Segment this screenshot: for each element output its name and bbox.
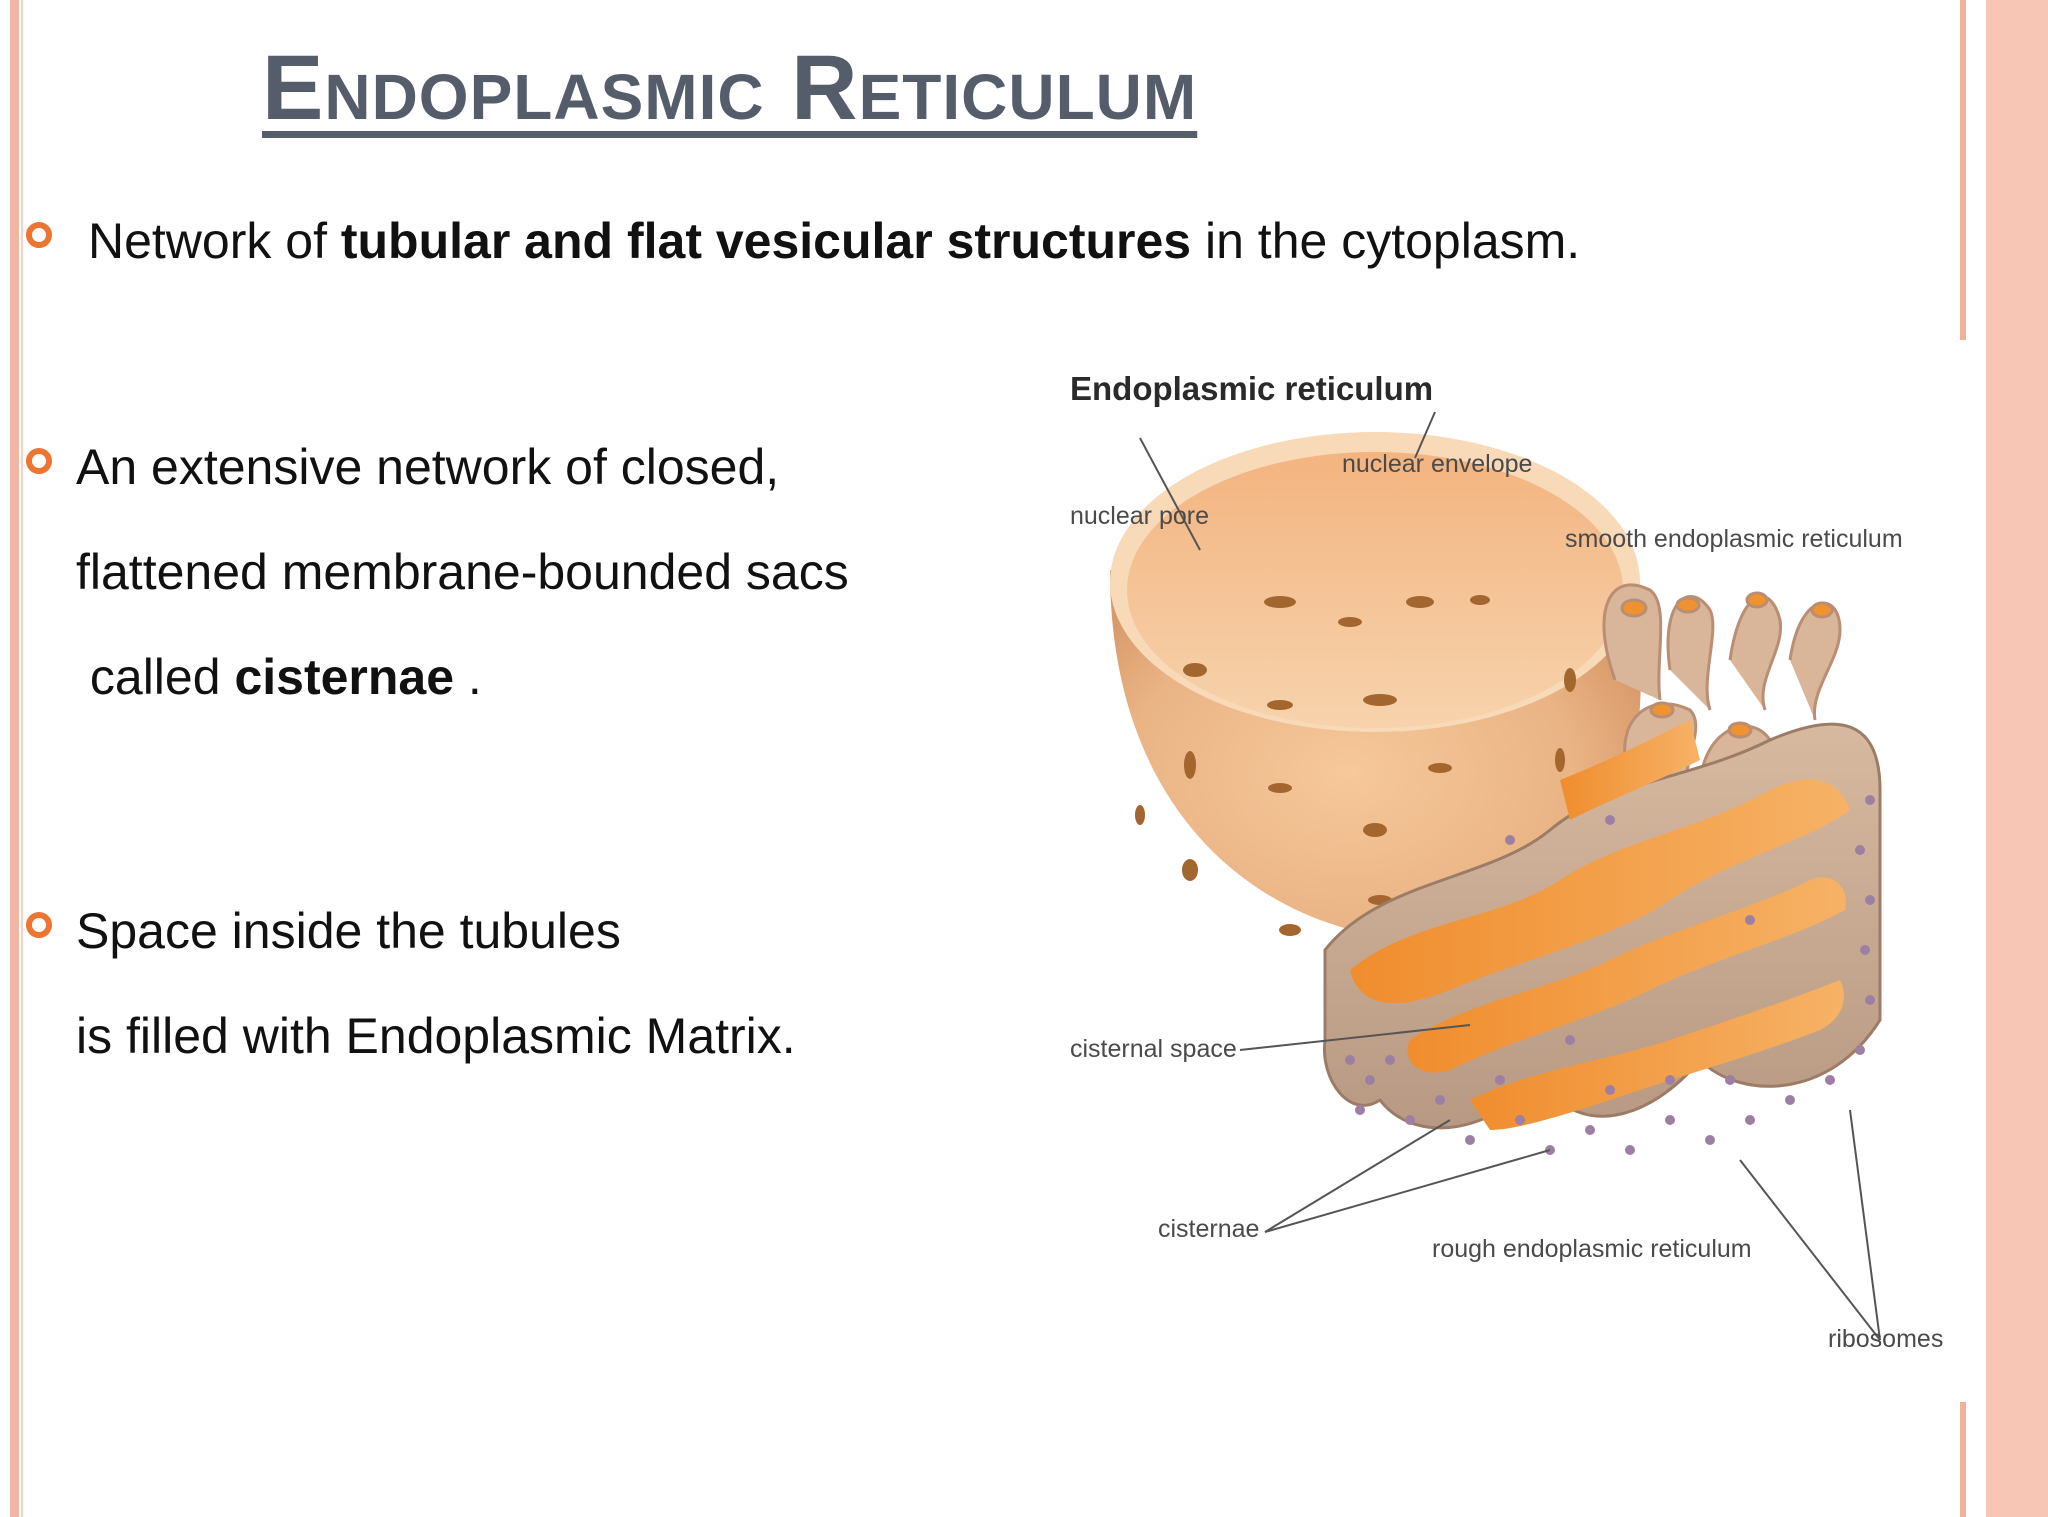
- bullet-1-post: in the cytoplasm.: [1191, 213, 1581, 269]
- label-ribosomes: ribosomes: [1828, 1325, 1944, 1353]
- slide-title: Endoplasmic Reticulum: [262, 37, 1198, 139]
- label-cisternae: cisternae: [1158, 1215, 1260, 1243]
- bullet-2-line-2: flattened membrane-bounded sacs: [76, 544, 849, 600]
- slide-left-border-inner: [21, 0, 23, 1517]
- rough-er-shape: [1322, 720, 1882, 1155]
- bullet-2-line-1: An extensive network of closed,: [76, 439, 780, 495]
- bullet-3-line-1: Space inside the tubules: [76, 903, 621, 959]
- label-rough-er: rough endoplasmic reticulum: [1432, 1235, 1752, 1263]
- slide-right-line-top: [1960, 0, 1966, 340]
- label-nuclear-pore: nuclear pore: [1070, 502, 1209, 530]
- slide-right-stripe: [1986, 0, 2048, 1517]
- bullet-1-text: Network of tubular and flat vesicular st…: [88, 212, 1580, 270]
- bullet-2-line-3-post: .: [454, 649, 482, 705]
- bullet-2-line-3-pre: called: [76, 649, 235, 705]
- er-illustration: [1110, 411, 1882, 1341]
- bullet-2-line-3-bold: cisternae: [234, 649, 455, 705]
- slide-left-border: [10, 0, 19, 1517]
- diagram-title: Endoplasmic reticulum: [1070, 370, 1434, 407]
- bullet-icon: [26, 448, 52, 474]
- ribosome-dots: [1345, 795, 1875, 1155]
- bullet-3-line-2: is filled with Endoplasmic Matrix.: [76, 1008, 796, 1064]
- slide-right-line-bottom: [1960, 1402, 1966, 1517]
- bullet-1-pre: Network of: [88, 213, 341, 269]
- bullet-2-line-3: called cisternae .: [76, 648, 482, 706]
- bullet-1-bold: tubular and flat vesicular structures: [340, 213, 1192, 269]
- bullet-icon: [26, 912, 52, 938]
- label-smooth-er: smooth endoplasmic reticulum: [1565, 525, 1903, 553]
- nuclear-envelope-shape: [1110, 432, 1641, 940]
- label-nuclear-envelope: nuclear envelope: [1342, 450, 1533, 478]
- label-cisternal-space: cisternal space: [1070, 1035, 1237, 1063]
- er-diagram: Endoplasmic reticulum: [1050, 360, 1950, 1370]
- bullet-icon: [26, 222, 52, 248]
- leader-lines: [1139, 411, 1881, 1341]
